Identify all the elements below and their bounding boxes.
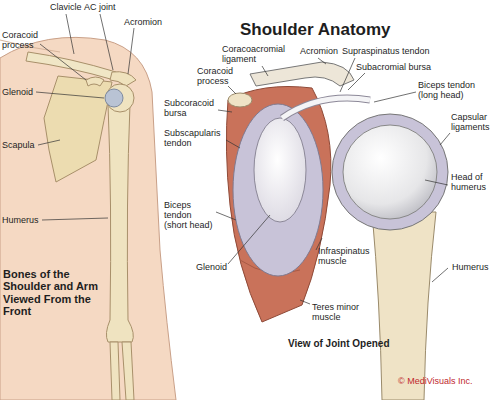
part-label: Coracoacromial ligament xyxy=(222,44,294,64)
part-label: Scapula xyxy=(2,140,35,150)
part-label: Acromion xyxy=(300,46,338,56)
part-label: Clavicle xyxy=(50,2,82,12)
part-label: Glenoid xyxy=(2,87,33,97)
part-label: Biceps tendon (short head) xyxy=(164,200,216,230)
part-label: Subscapularis tendon xyxy=(164,128,224,148)
part-label: Glenoid xyxy=(196,262,227,272)
part-label: Infraspinatus muscle xyxy=(318,246,374,266)
part-label: Acromion xyxy=(124,17,162,27)
part-label: Subacromial bursa xyxy=(356,62,431,72)
part-label: Humerus xyxy=(452,262,489,272)
part-label: Capsular ligaments xyxy=(451,112,493,132)
figure-caption: Bones of the Shoulder and Arm Viewed Fro… xyxy=(3,268,103,317)
part-label: Humerus xyxy=(2,215,39,225)
part-label: Head of humerus xyxy=(451,172,493,192)
figure-caption: View of Joint Opened xyxy=(288,338,390,349)
part-label: Coracoid process xyxy=(197,66,239,86)
part-label: Teres minor muscle xyxy=(312,302,367,322)
copyright-note: © MediVisuals Inc. xyxy=(398,376,473,386)
part-label: Biceps tendon (long head) xyxy=(418,80,490,100)
part-label: Coracoid process xyxy=(2,30,47,50)
part-label: Subcoracoid bursa xyxy=(164,98,219,118)
part-label: AC joint xyxy=(84,2,116,12)
diagram-title: Shoulder Anatomy xyxy=(240,20,391,40)
part-label: Supraspinatus tendon xyxy=(342,46,430,56)
